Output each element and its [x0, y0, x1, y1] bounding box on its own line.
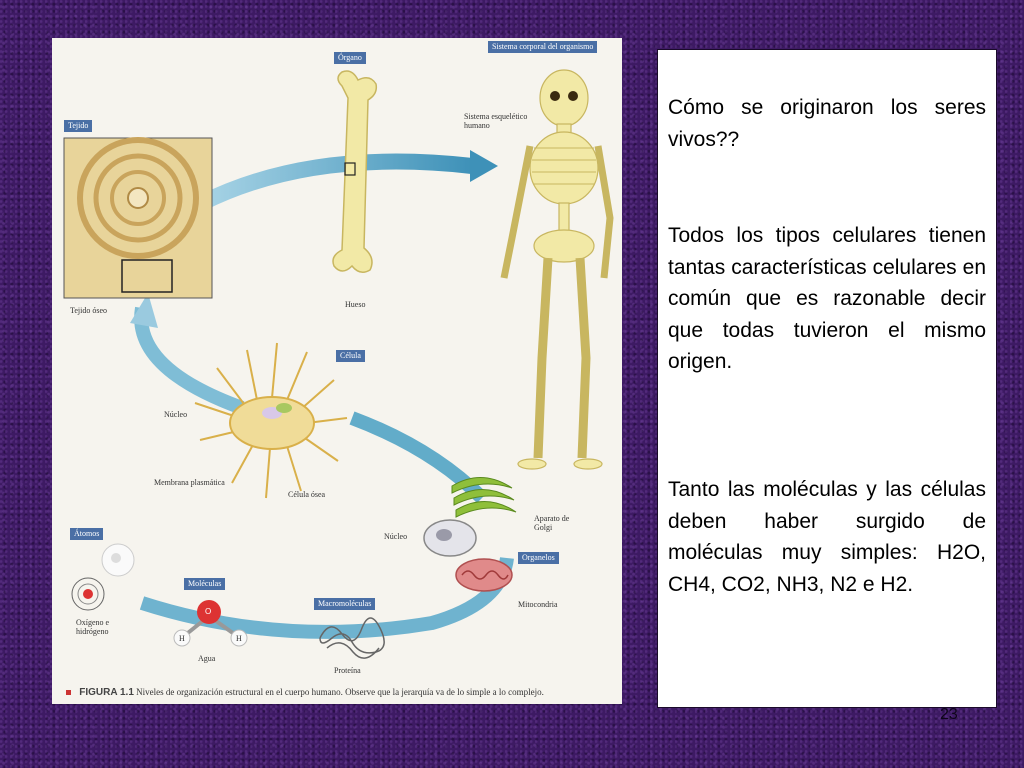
golgi-image: [451, 477, 517, 518]
arrow-atoms-to-organelles: [139, 556, 514, 639]
ribs: [532, 147, 596, 185]
tag-macromolecules: Macromoléculas: [314, 598, 376, 610]
paragraph-question: Cómo se originaron los seres vivos??: [668, 96, 986, 151]
tag-tissue: Tejido: [64, 120, 93, 132]
label-bone: Hueso: [345, 300, 366, 309]
tag-atoms: Átomos: [70, 528, 104, 540]
skull-eyes: [550, 91, 578, 101]
mitochondria-image: [455, 558, 513, 592]
tag-organelles: Organelos: [518, 552, 559, 564]
label-plasma-membrane: Membrana plasmática: [154, 478, 225, 487]
caption-text: Niveles de organización estructural en e…: [136, 687, 544, 697]
tag-organ: Órgano: [334, 52, 366, 64]
label-nucleus-organelle: Núcleo: [384, 532, 408, 541]
label-golgi: Aparato de Golgi: [534, 514, 570, 532]
label-bone-tissue: Tejido óseo: [70, 306, 107, 315]
figure-number: FIGURA 1.1: [79, 687, 134, 698]
organization-levels-figure: Tejido Órgano Sistema corporal del organ…: [52, 38, 622, 704]
label-protein: Proteína: [334, 666, 361, 675]
protein-image: [319, 617, 385, 659]
paragraph-simple-molecules: Tanto las moléculas y las células deben …: [668, 478, 986, 596]
caption-bullet: [66, 690, 71, 696]
oxygen-atom-image: [71, 577, 105, 611]
slide-number: 23: [940, 706, 958, 723]
arrow-head-organ: [470, 150, 498, 182]
label-hydrogen-symbol-left: H: [179, 634, 185, 643]
paragraph-common-origin: Todos los tipos celulares tienen tantas …: [668, 224, 986, 373]
water-molecule-image: [173, 600, 248, 647]
tag-system: Sistema corporal del organismo: [488, 41, 598, 53]
label-bone-cell: Célula ósea: [288, 490, 326, 499]
tag-molecules: Moléculas: [184, 578, 226, 590]
label-hydrogen-symbol-right: H: [236, 634, 242, 643]
figure-illustration: [63, 69, 614, 659]
arrow-tissue-to-organ: [198, 153, 473, 211]
figure-caption: FIGURA 1.1 Niveles de organización estru…: [66, 687, 544, 698]
label-oxygen-symbol: O: [205, 607, 212, 616]
text-panel: Cómo se originaron los seres vivos?? Tod…: [657, 49, 997, 708]
label-skeletal-system: Sistema esquelético humano: [464, 112, 528, 130]
tag-cell: Célula: [336, 350, 365, 362]
label-nucleus-cell: Núcleo: [164, 410, 188, 419]
skeleton-image: [500, 69, 614, 470]
label-oxygen-hydrogen: Oxígeno e hidrógeno: [76, 618, 110, 636]
label-mitochondria: Mitocondria: [518, 600, 558, 609]
bone-cell-image: [194, 342, 348, 499]
label-water: Agua: [198, 654, 216, 663]
